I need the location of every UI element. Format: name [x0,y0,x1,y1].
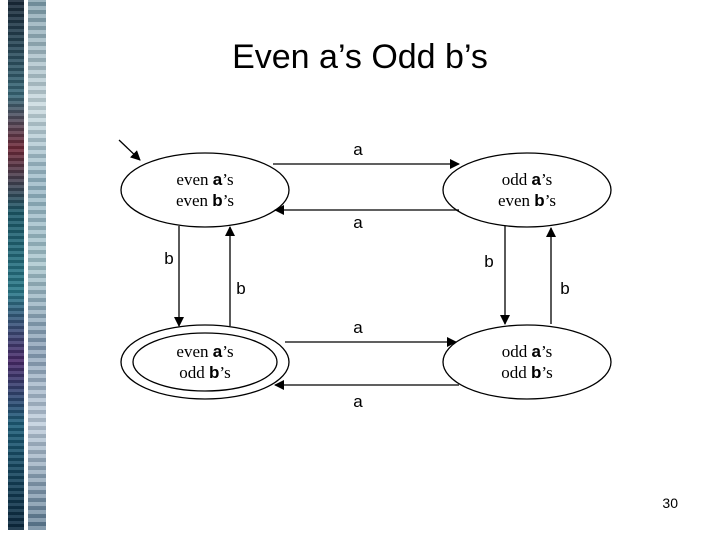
state-odd-a-even-b: odd a’s even b’s [442,152,612,228]
svg-text:odd b’s: odd b’s [501,363,552,382]
state-label: odd [179,363,209,382]
edge-label-oe-to-oo: b [484,252,493,271]
state-label: even [176,191,212,210]
svg-text:even a’s: even a’s [176,170,233,189]
svg-text:even a’s: even a’s [176,342,233,361]
state-even-a-odd-b-accepting: even a’s odd b’s [120,324,290,400]
state-label: odd [502,342,532,361]
edge-label-eo-to-ee: b [236,279,245,298]
svg-text:odd a’s: odd a’s [502,170,553,189]
edge-label-eo-to-oo: a [353,318,363,337]
start-arrow [118,139,141,161]
state-label: even [176,170,212,189]
decorative-mosaic-strip-dark [8,0,24,530]
edge-label-ee-to-eo: b [164,249,173,268]
page-number: 30 [662,495,678,511]
edge-label-ee-to-oe: a [353,140,363,159]
state-label: even [498,191,534,210]
svg-text:even b’s: even b’s [176,191,234,210]
svg-text:odd b’s: odd b’s [179,363,230,382]
state-label: odd [502,170,532,189]
edge-label-oe-to-ee: a [353,213,363,232]
edge-label-oo-to-oe: b [560,279,569,298]
edge-label-oo-to-eo: a [353,392,363,411]
svg-text:even b’s: even b’s [498,191,556,210]
state-label: even [176,342,212,361]
state-even-a-even-b: even a’s even b’s [120,152,290,228]
svg-text:odd a’s: odd a’s [502,342,553,361]
decorative-mosaic-strip-light [28,0,46,530]
slide-title: Even a’s Odd b’s [232,38,488,76]
state-label: odd [501,363,531,382]
state-odd-a-odd-b: odd a’s odd b’s [442,324,612,400]
